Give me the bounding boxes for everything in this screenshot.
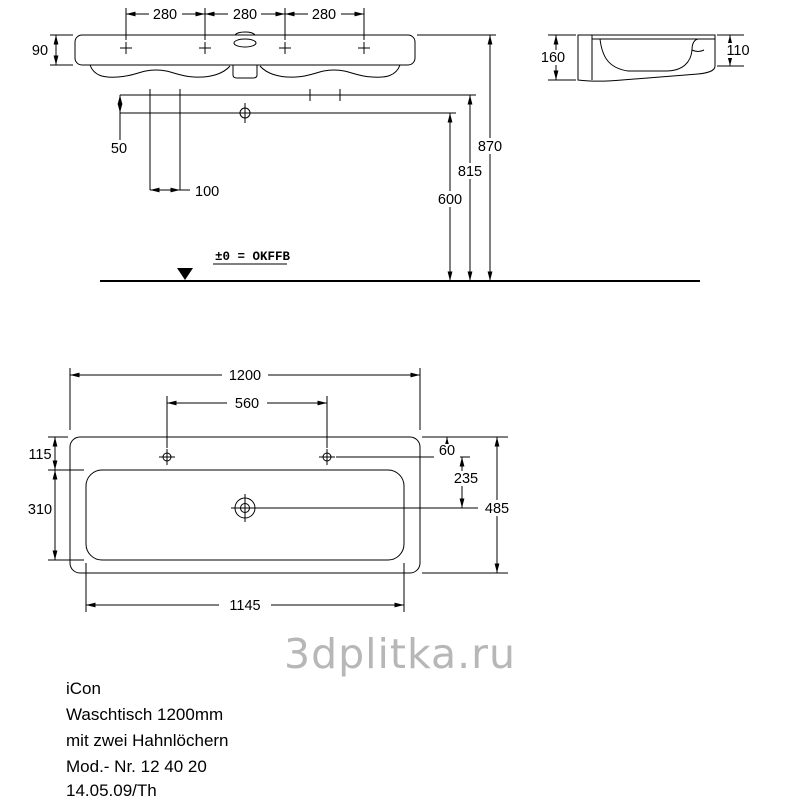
side-view: 160 110 — [535, 34, 755, 82]
plan-dim-310: 310 — [28, 470, 58, 560]
plan-view-drain-mark — [231, 494, 259, 522]
plan-dim-115: 115 — [28, 437, 58, 470]
floor: ±0 = OKFFB — [100, 250, 700, 282]
dim-label-bg — [433, 191, 467, 207]
plan-dim-485: 485 — [478, 437, 516, 573]
plan-dim-235: 235 — [448, 457, 485, 508]
side-dim-110: 110 — [717, 34, 755, 67]
plan-dim-1200: 1200 — [70, 367, 420, 384]
dim-label-bg — [535, 50, 571, 65]
dim-label-bg — [473, 138, 507, 154]
dim-label-bg — [222, 367, 268, 383]
dim-label-bg — [219, 597, 271, 613]
dim-870: 870 — [478, 139, 502, 155]
floor-datum-label: ±0 = OKFFB — [215, 250, 291, 264]
plan-view-extension-lines — [48, 368, 508, 612]
watermark: 3dplitka.ru — [284, 630, 516, 678]
dim-280-2: 280 — [233, 7, 257, 23]
dim-235: 235 — [454, 471, 478, 487]
dim-560: 560 — [235, 396, 259, 412]
dim-label-bg — [453, 163, 487, 179]
dim-label-bg — [721, 43, 755, 58]
plan-view-tap-hole-marks — [159, 449, 335, 465]
title-product: iCon — [66, 679, 101, 698]
dim-label-bg — [434, 444, 460, 458]
dim-280-3: 280 — [312, 7, 336, 23]
dim-280-1: 280 — [153, 7, 177, 23]
dim-110: 110 — [726, 43, 749, 59]
dim-115: 115 — [28, 447, 51, 463]
dim-label-bg — [478, 500, 516, 516]
datum-triangle-icon — [177, 268, 193, 280]
dim-label-bg — [448, 471, 485, 486]
dim-50: 50 — [111, 141, 127, 157]
front-view-basin-outline — [74, 31, 416, 79]
front-view: 280 280 280 90 50 100 870 — [32, 6, 700, 282]
front-dim-815: 815 — [453, 95, 487, 281]
dim-600: 600 — [438, 192, 462, 208]
dim-485: 485 — [485, 501, 509, 517]
title-date-code: 14.05.09/Th — [66, 781, 157, 800]
front-dim-100: 100 — [149, 101, 219, 200]
dim-815: 815 — [458, 164, 482, 180]
front-view-rim-hole-marks — [120, 42, 370, 54]
side-view-outline — [577, 34, 716, 82]
front-view-extension-lines — [120, 34, 496, 114]
title-block: iCon Waschtisch 1200mm mit zwei Hahnlöch… — [66, 679, 229, 800]
front-dim-280-chain: 280 280 280 — [125, 6, 365, 40]
title-model-number: Mod.- Nr. 12 40 20 — [66, 757, 207, 776]
plan-view: 1200 560 115 310 60 235 — [28, 367, 516, 614]
plan-view-outline — [69, 436, 421, 574]
front-dim-600: 600 — [433, 113, 467, 281]
dim-1145: 1145 — [229, 598, 260, 614]
dim-100: 100 — [195, 184, 219, 200]
front-dim-50: 50 — [111, 95, 127, 157]
plan-dim-560: 560 — [167, 395, 327, 412]
dim-label-bg — [227, 395, 267, 411]
dim-label-bg — [149, 6, 182, 21]
dim-label-bg — [228, 6, 261, 21]
title-description: Waschtisch 1200mm — [66, 705, 223, 724]
plan-dim-1145: 1145 — [86, 597, 404, 614]
plan-dim-60: 60 — [434, 437, 460, 459]
side-dim-160: 160 — [535, 34, 576, 81]
dim-label-bg — [308, 6, 341, 21]
front-dim-870: 870 — [473, 35, 507, 281]
dim-310: 310 — [28, 502, 52, 518]
dim-1200: 1200 — [229, 368, 261, 384]
dim-60: 60 — [439, 443, 455, 459]
dim-90: 90 — [32, 43, 48, 59]
title-variant: mit zwei Hahnlöchern — [66, 731, 229, 750]
front-dim-90: 90 — [32, 34, 73, 66]
dim-160: 160 — [541, 50, 565, 66]
